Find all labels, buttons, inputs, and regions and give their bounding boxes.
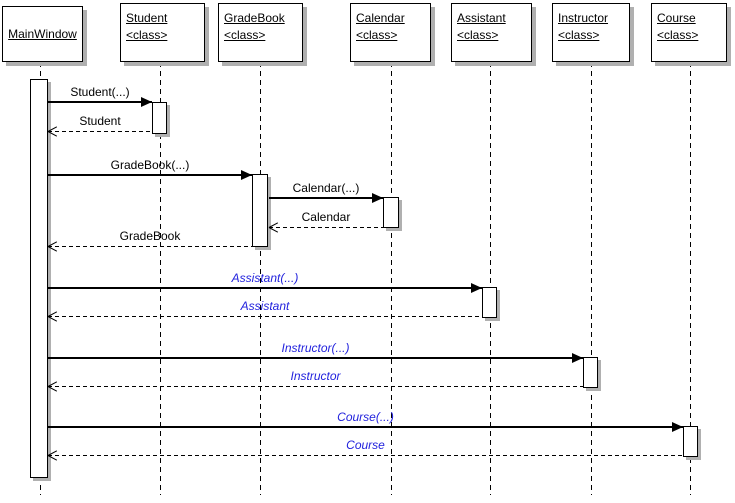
activation-bar-mainwindow[interactable] [30, 79, 48, 478]
lifeline-assistant [490, 62, 491, 495]
activation-bar-gradebook[interactable] [252, 174, 268, 247]
message-return-course-label: Course [346, 438, 385, 452]
message-call-instructor-line[interactable] [48, 357, 583, 359]
lifeline-name-label: Student [126, 11, 168, 25]
message-return-student-line[interactable] [48, 131, 152, 132]
lifeline-name-label: Calendar [356, 11, 405, 25]
activation-bar-instructor[interactable] [583, 357, 598, 388]
lifeline-head-gradebook[interactable]: GradeBook <class> [218, 3, 303, 62]
message-call-instructor-label: Instructor(...) [281, 341, 350, 355]
message-call-calendar-label: Calendar(...) [292, 181, 360, 195]
lifeline-stereotype-label: <class> [356, 28, 398, 42]
call-arrowhead [471, 283, 482, 293]
lifeline-course [690, 62, 691, 495]
message-call-calendar-line[interactable] [269, 197, 383, 199]
message-return-course-line[interactable] [48, 455, 683, 456]
lifeline-head-assistant[interactable]: Assistant <class> [451, 3, 532, 62]
activation-bar-student[interactable] [152, 102, 167, 134]
message-return-instructor-line[interactable] [48, 386, 583, 387]
lifeline-head-course[interactable]: Course <class> [651, 3, 727, 62]
lifeline-name-label: Instructor [558, 11, 609, 25]
lifeline-head-student[interactable]: Student <class> [120, 3, 205, 62]
lifeline-stereotype-label: <class> [657, 28, 699, 42]
lifeline-name-label: GradeBook [224, 11, 285, 25]
lifeline-student [160, 62, 161, 495]
message-call-assistant-line[interactable] [48, 287, 482, 289]
activation-bar-calendar[interactable] [383, 197, 399, 228]
message-call-course-label: Course(...) [337, 410, 394, 424]
message-return-gradebook-line[interactable] [48, 246, 252, 247]
message-return-calendar-line[interactable] [269, 227, 383, 228]
lifeline-gradebook [260, 62, 261, 495]
message-call-assistant-label: Assistant(...) [231, 271, 299, 285]
lifeline-stereotype-label: <class> [558, 28, 600, 42]
lifeline-name-label: MainWindow [8, 26, 77, 41]
call-arrowhead [141, 97, 152, 107]
message-call-student-label: Student(...) [70, 85, 130, 99]
message-return-assistant-line[interactable] [48, 316, 482, 317]
call-arrowhead [572, 353, 583, 363]
message-call-gradebook-line[interactable] [48, 174, 252, 176]
activation-bar-course[interactable] [683, 426, 698, 457]
lifeline-instructor [591, 62, 592, 495]
message-return-student-label: Student [79, 114, 121, 128]
call-arrowhead [372, 193, 383, 203]
lifeline-head-instructor[interactable]: Instructor <class> [552, 3, 630, 62]
lifeline-name-label: Assistant [457, 11, 506, 25]
message-return-gradebook-label: GradeBook [119, 229, 181, 243]
lifeline-name-label: Course [657, 11, 696, 25]
message-return-instructor-label: Instructor [290, 369, 341, 383]
message-return-assistant-label: Assistant [240, 299, 290, 313]
call-arrowhead [241, 170, 252, 180]
lifeline-head-mainwindow[interactable]: MainWindow [2, 6, 83, 62]
message-call-student-line[interactable] [48, 101, 152, 103]
message-call-gradebook-label: GradeBook(...) [110, 158, 190, 172]
lifeline-calendar [391, 62, 392, 495]
lifeline-stereotype-label: <class> [224, 28, 266, 42]
lifeline-stereotype-label: <class> [457, 28, 499, 42]
lifeline-stereotype-label: <class> [126, 28, 168, 42]
call-arrowhead [672, 422, 683, 432]
message-call-course-line[interactable] [48, 426, 683, 428]
message-return-calendar-label: Calendar [301, 210, 351, 224]
activation-bar-assistant[interactable] [482, 287, 497, 318]
lifeline-head-calendar[interactable]: Calendar <class> [350, 3, 431, 62]
